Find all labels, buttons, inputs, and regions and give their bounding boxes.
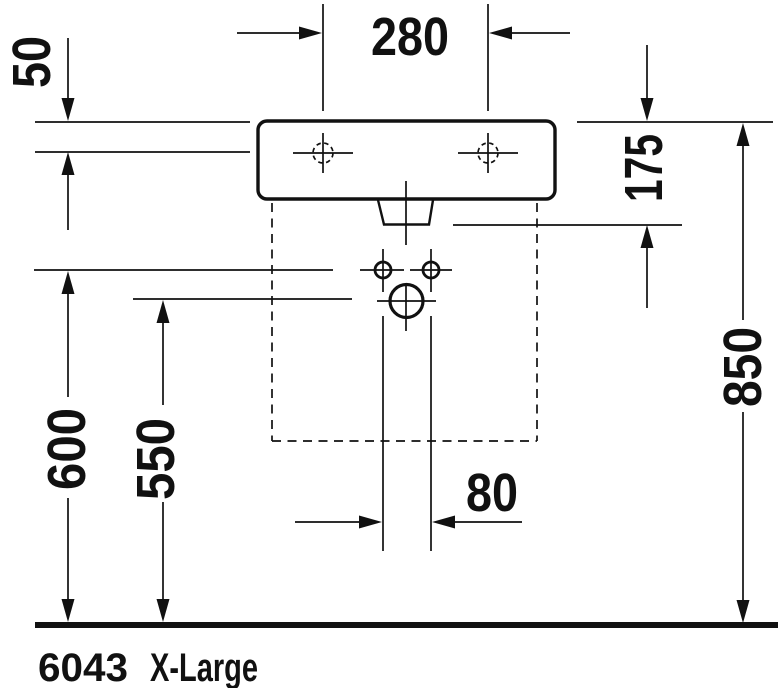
dim-175-label: 175 bbox=[614, 134, 674, 202]
dim-280-arrow-right bbox=[299, 26, 322, 40]
caption: 6043 X-Large bbox=[38, 646, 258, 688]
dim-850-arrow-down bbox=[736, 600, 750, 623]
dim-550-label: 550 bbox=[126, 418, 186, 500]
fixing-hole-left bbox=[360, 249, 404, 292]
dim-600-arrow-down bbox=[61, 599, 75, 622]
drain-pipe-lines bbox=[382, 316, 432, 551]
dim-280-label: 280 bbox=[371, 7, 449, 67]
dim-600-arrow-up bbox=[61, 271, 75, 294]
mounting-holes bbox=[360, 249, 452, 320]
dim-80-arrow-right bbox=[359, 515, 382, 529]
dimension-175: 175 bbox=[453, 45, 682, 308]
dim-850-arrow-up bbox=[736, 123, 750, 146]
tap-hole-right-circle bbox=[477, 142, 499, 164]
dim-80-label: 80 bbox=[466, 463, 518, 523]
product-code: 6043 bbox=[38, 646, 128, 688]
drain-hole-circle bbox=[388, 282, 425, 320]
tap-hole-right bbox=[458, 133, 518, 173]
dimension-550: 550 bbox=[126, 298, 352, 622]
fixing-hole-left-circle bbox=[373, 260, 393, 280]
dimension-280: 280 bbox=[237, 4, 570, 111]
washbasin bbox=[256, 119, 557, 331]
drain-hole bbox=[377, 282, 436, 320]
dim-550-arrow-up bbox=[156, 300, 170, 323]
dim-550-arrow-down bbox=[156, 599, 170, 622]
dim-50-arrow-down bbox=[61, 98, 75, 121]
wall-reference-lines bbox=[35, 121, 773, 153]
dim-175-arrow-down bbox=[640, 98, 654, 121]
fixing-hole-right-circle bbox=[421, 260, 441, 280]
dimension-850: 850 bbox=[713, 123, 773, 623]
dim-280-arrow-left bbox=[489, 26, 512, 40]
dim-50-arrow-up bbox=[61, 152, 75, 175]
dim-850-label: 850 bbox=[713, 327, 773, 407]
dim-175-arrow-up bbox=[640, 225, 654, 248]
tap-hole-left bbox=[293, 133, 353, 173]
dimension-600: 600 bbox=[34, 269, 333, 622]
dimension-80: 80 bbox=[295, 463, 522, 529]
dim-50-label: 50 bbox=[2, 36, 62, 88]
dimension-50: 50 bbox=[2, 36, 75, 230]
fixing-hole-right bbox=[410, 249, 452, 292]
tap-hole-left-circle bbox=[312, 142, 334, 164]
dim-80-arrow-left bbox=[432, 515, 455, 529]
dim-600-label: 600 bbox=[37, 408, 97, 490]
concealed-outline-dashed bbox=[271, 203, 538, 442]
product-name: X-Large bbox=[150, 646, 258, 688]
